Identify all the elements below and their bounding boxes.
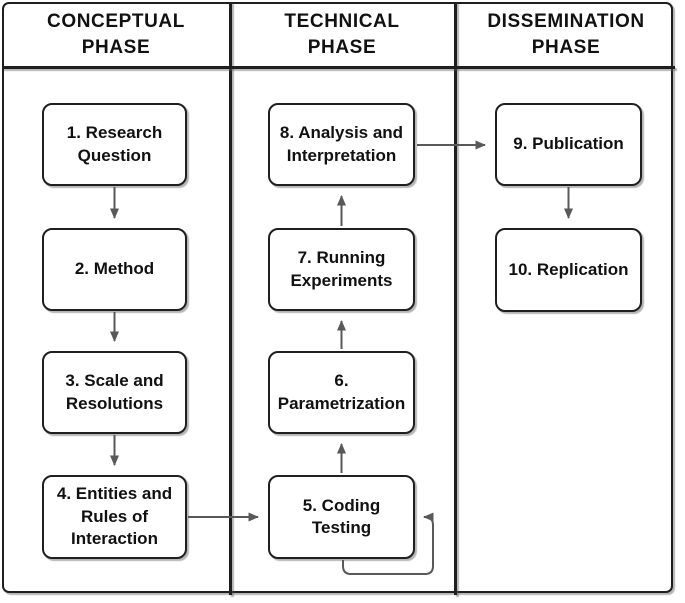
node-running-experiments: 7. Running Experiments <box>268 228 415 311</box>
node-scale-resolutions: 3. Scale and Resolutions <box>42 351 187 434</box>
column-divider <box>229 2 232 595</box>
node-parametrization: 6. Parametrization <box>268 351 415 434</box>
phase-header-technical: TECHNICAL PHASE <box>284 11 400 58</box>
node-method: 2. Method <box>42 228 187 311</box>
phase-header-conceptual: CONCEPTUAL PHASE <box>47 11 185 58</box>
column-divider <box>454 2 457 595</box>
node-coding-testing: 5. Coding Testing <box>268 475 415 559</box>
node-entities-rules: 4. Entities and Rules of Interaction <box>42 475 187 559</box>
phase-header-dissemination: DISSEMINATION PHASE <box>487 11 645 58</box>
header-separator-line <box>2 66 675 69</box>
node-research-question: 1. Research Question <box>42 103 187 186</box>
node-analysis-interpretation: 8. Analysis and Interpretation <box>268 103 415 186</box>
node-publication: 9. Publication <box>495 103 642 186</box>
node-replication: 10. Replication <box>495 228 642 312</box>
